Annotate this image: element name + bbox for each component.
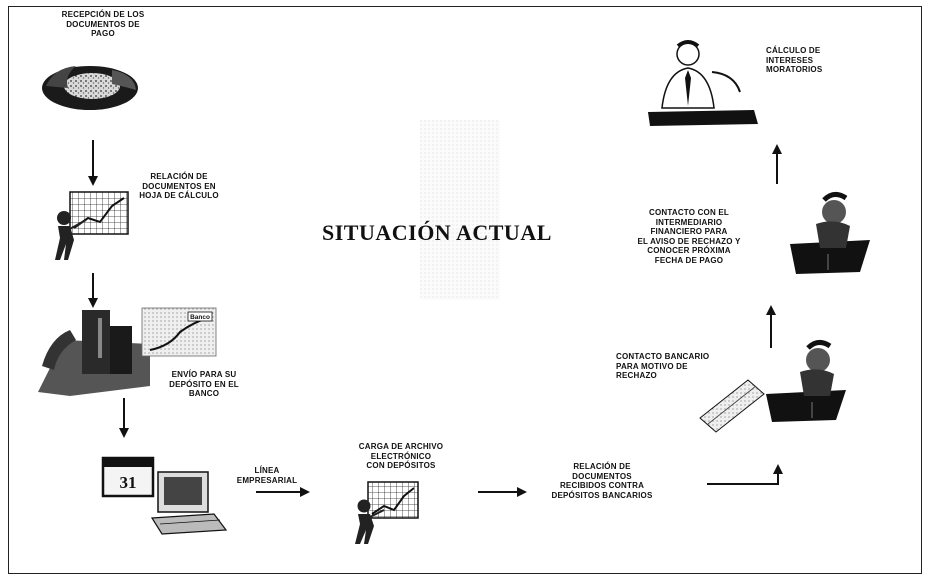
diagram-title: SITUACIÓN ACTUAL: [322, 220, 552, 245]
money-pile-icon: [42, 66, 138, 110]
phone-desk-man-icon-2: [790, 192, 870, 274]
bank-sign-text: Banco: [190, 314, 210, 321]
step-label-contacto-intermediario: CONTACTO CON EL INTERMEDIARIO FINANCIERO…: [637, 208, 741, 265]
computer-icon: [150, 471, 228, 535]
calendar-number: 31: [120, 473, 137, 492]
step-label-calculo-intereses: CÁLCULO DE INTERESES MORATORIOS: [766, 46, 823, 74]
calendar-icon: 31: [101, 456, 155, 498]
phone-desk-man-icon: [766, 340, 846, 422]
step-label-relacion-recibidos: RELACIÓN DE DOCUMENTOS RECIBIDOS CONTRA …: [551, 462, 653, 500]
bank-map-icon: Banco: [141, 307, 217, 357]
man-reading-icon: [648, 40, 758, 126]
step-label-recepcion: RECEPCIÓN DE LOS DOCUMENTOS DE PAGO: [61, 10, 145, 38]
diagram-frame: [8, 6, 922, 574]
bank-building-icon: [38, 310, 150, 396]
spreadsheet-presenter-icon: [55, 191, 129, 260]
step-label-carga-archivo: CARGA DE ARCHIVO ELECTRÓNICO CON DEPÓSIT…: [358, 442, 444, 470]
banknotes-icon: [699, 379, 765, 433]
spreadsheet-presenter-icon-2: [355, 481, 419, 544]
step-label-envio-banco: ENVÍO PARA SU DEPÓSITO EN EL BANCO: [169, 370, 239, 398]
arrow-6-7: [707, 464, 783, 485]
flow-arrows: [88, 140, 783, 497]
background-texture: [420, 120, 500, 300]
step-label-relacion-hoja: RELACIÓN DE DOCUMENTOS EN HOJA DE CÁLCUL…: [139, 172, 219, 200]
step-label-linea-empresarial: LÍNEA EMPRESARIAL: [236, 466, 298, 485]
step-label-contacto-bancario: CONTACTO BANCARIO PARA MOTIVO DE RECHAZO: [616, 352, 710, 380]
